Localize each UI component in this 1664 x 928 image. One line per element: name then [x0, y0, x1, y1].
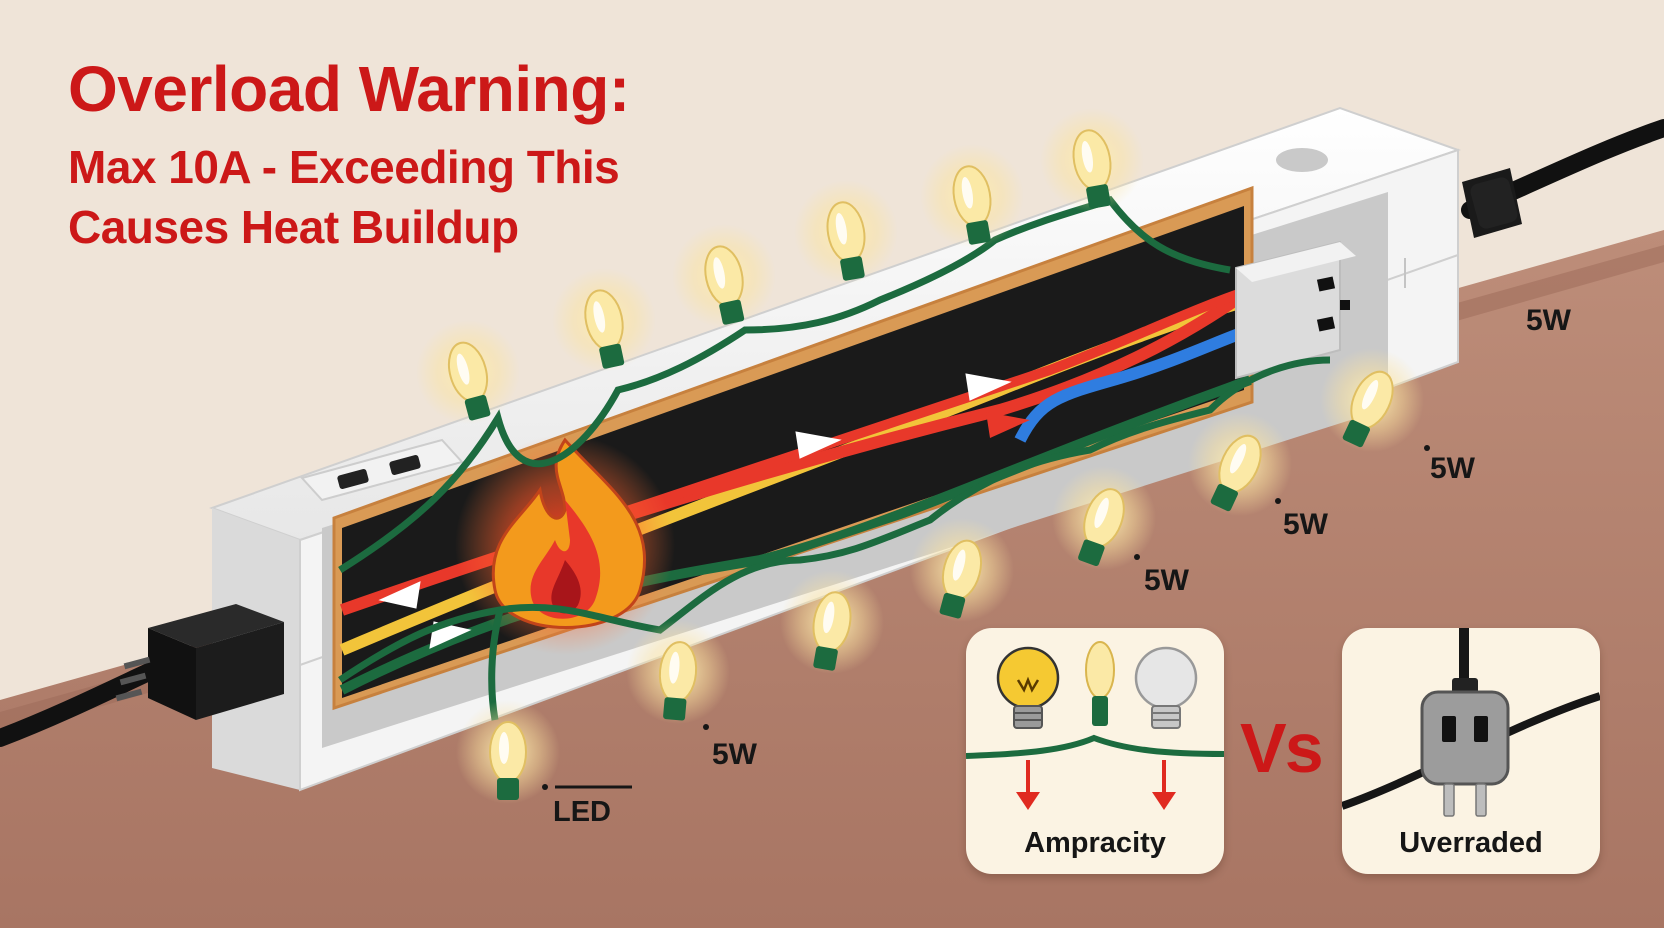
label-leader-marks — [542, 445, 1430, 790]
fire-icon — [491, 437, 646, 629]
led-bulb — [416, 320, 520, 424]
led-bulb — [780, 570, 884, 674]
page-subtitle-line1: Max 10A - Exceeding This — [68, 141, 620, 193]
led-bulb — [1040, 108, 1144, 212]
page-title: Overload Warning: — [68, 53, 630, 125]
led-bulb — [910, 518, 1014, 622]
led-string-wire-lower — [338, 356, 1331, 683]
current-arrow-red — [986, 412, 1030, 438]
wire-blue — [1014, 324, 1252, 443]
led-bulb — [920, 144, 1024, 248]
wattage-label: 5W — [1526, 304, 1571, 337]
led-bulb-icon — [1085, 641, 1115, 726]
ampacity-panel: Ampracity — [966, 628, 1224, 874]
uverraded-panel: Uverraded — [1342, 628, 1600, 874]
uverraded-caption: Uverraded — [1399, 827, 1543, 859]
led-bulb — [626, 620, 730, 724]
led-bulb — [552, 268, 656, 372]
led-bulbs — [416, 108, 1424, 804]
plug-in-socket — [1235, 240, 1356, 380]
glass-bulb-icon — [1134, 646, 1198, 729]
ampacity-illustration — [966, 641, 1224, 810]
left-cord-plug — [115, 604, 284, 720]
wattage-label: 5W — [712, 738, 757, 771]
strip-outlet-top — [300, 438, 464, 502]
wattage-label: 5W — [1430, 452, 1475, 485]
wattage-label: 5W — [1283, 508, 1328, 541]
led-bulb — [672, 224, 776, 328]
current-down-arrow — [1016, 760, 1176, 810]
ampacity-caption: Ampracity — [1024, 827, 1166, 859]
led-bulb — [1320, 348, 1424, 452]
led-bulb — [456, 700, 560, 804]
incandescent-bulb-icon — [996, 646, 1060, 729]
led-bulb — [794, 180, 898, 284]
led-bulb — [1188, 412, 1292, 516]
vs-label: Vs — [1240, 709, 1324, 787]
led-label: LED — [553, 796, 611, 828]
plug-illustration — [1342, 628, 1600, 817]
page-subtitle-line2: Causes Heat Buildup — [68, 201, 519, 253]
plug-icon — [1420, 678, 1510, 817]
strip-screw-hole — [1276, 148, 1328, 172]
wattage-label: 5W — [1144, 564, 1189, 597]
right-cord-plug — [1462, 168, 1522, 238]
led-bulb — [1052, 466, 1156, 570]
